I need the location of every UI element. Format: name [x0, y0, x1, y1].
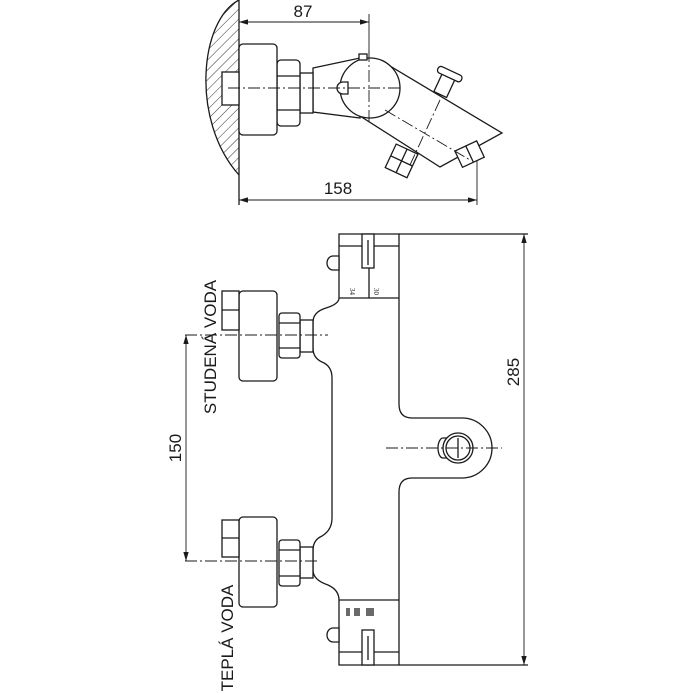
dim-87-label: 87 [294, 2, 313, 21]
cold-water-inlet [185, 290, 328, 382]
flow-control-bottom [326, 608, 399, 666]
dim-158-label: 158 [324, 179, 352, 198]
hot-water-inlet [185, 516, 318, 608]
temperature-control-top: 34 30 [326, 233, 399, 298]
outlet-fitting-left [384, 143, 419, 179]
knob-cap-bottom [326, 627, 340, 643]
connector-nipple [299, 72, 314, 114]
scale-34: 34 [348, 288, 356, 296]
diverter-knob [433, 65, 463, 99]
outlet-fitting-right [454, 140, 486, 169]
scale-marks [346, 608, 374, 616]
dim-150-label: 150 [166, 434, 185, 462]
dim-285-label: 285 [504, 358, 523, 386]
scale-30: 30 [372, 288, 380, 296]
top-view: 87 158 [205, 0, 504, 205]
front-view: 34 30 [166, 233, 528, 691]
knob-cap-top [326, 255, 340, 271]
union-cover [238, 43, 278, 136]
label-hot-water: TEPLÁ VODA [218, 584, 237, 691]
hex-nut [276, 59, 301, 127]
label-cold-water: STUDENÁ VODA [201, 279, 220, 414]
diverter-knob-front [386, 432, 502, 464]
